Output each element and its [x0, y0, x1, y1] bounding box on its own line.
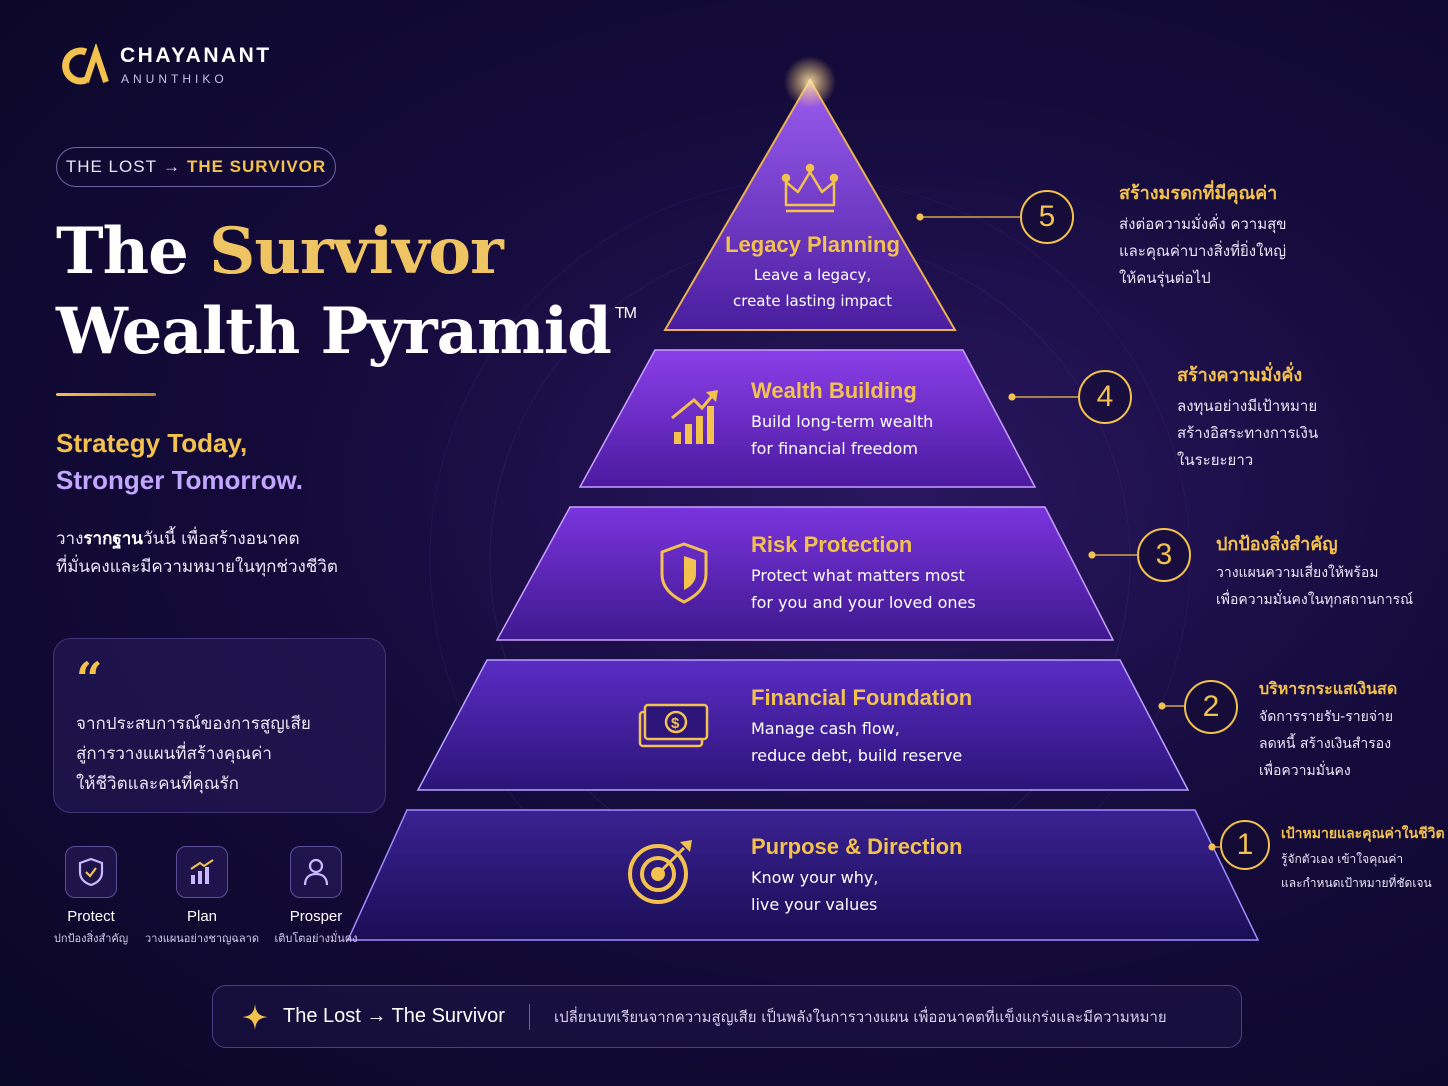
lost-survivor-pill: THE LOST → THE SURVIVOR — [56, 147, 336, 187]
tier-2-shape — [416, 659, 1190, 791]
ca-monogram-icon — [62, 44, 109, 85]
money-icon: $ — [638, 703, 709, 748]
title-divider — [56, 393, 156, 396]
description: วางรากฐานวันนี้ เพื่อสร้างอนาคต ที่มั่นค… — [56, 529, 338, 577]
sparkle-icon — [242, 1003, 268, 1030]
tier-5-content: Legacy Planning Leave a legacy, create l… — [700, 232, 925, 314]
level-2-badge: 2 — [1184, 680, 1238, 734]
tier-2-title: Financial Foundation — [751, 685, 973, 710]
pill-arrow: → — [162, 157, 181, 176]
brand-name: CHAYANANT — [120, 44, 272, 67]
footer-title: The Lost → The Survivor — [283, 1005, 505, 1027]
bar-chart-icon — [176, 846, 228, 898]
tagline-line-2: Stronger Tomorrow. — [56, 465, 303, 495]
person-icon — [290, 846, 342, 898]
tier-2-content: Financial Foundation Manage cash flow, r… — [751, 685, 973, 765]
tier-1-side: เป้าหมายและคุณค่าในชีวิต รู้จักตัวเอง เข… — [1281, 826, 1445, 890]
quote-text: จากประสบการณ์ของการสูญเสีย สู่การวางแผนท… — [76, 714, 311, 794]
tagline-line-1: Strategy Today, — [56, 428, 248, 458]
quote-mark: “ — [76, 652, 103, 706]
tier-1-title: Purpose & Direction — [751, 834, 963, 859]
shield-icon — [660, 542, 708, 604]
tier-1-content: Purpose & Direction Know your why, live … — [751, 834, 963, 914]
tier-5-title: Legacy Planning — [725, 232, 900, 257]
pill-left: THE LOST — [65, 157, 157, 176]
tagline: Strategy Today, Stronger Tomorrow. — [56, 425, 303, 499]
trademark-mark: TM — [614, 305, 637, 322]
crown-icon — [781, 163, 839, 213]
level-1-badge: 1 — [1220, 820, 1270, 870]
pillar-plan: Plan วางแผนอย่างชาญฉลาด — [142, 846, 262, 947]
svg-text:$: $ — [671, 715, 680, 732]
title-line-2: Wealth Pyramid — [56, 294, 612, 369]
pill-right: THE SURVIVOR — [186, 157, 327, 176]
footer-banner: The Lost → The Survivor เปลี่ยนบทเรียนจา… — [212, 985, 1242, 1048]
tier-3-title: Risk Protection — [751, 532, 913, 557]
shield-check-icon — [65, 846, 117, 898]
tier-4-title: Wealth Building — [751, 378, 917, 403]
brand-subtitle: ANUNTHIKO — [121, 72, 228, 86]
tier-3-side: ปกป้องสิ่งสำคัญ วางแผนความเสี่ยงให้พร้อม… — [1216, 534, 1414, 608]
pillar-protect: Protect ปกป้องสิ่งสำคัญ — [31, 846, 151, 947]
tier-4-side: สร้างความมั่งคั่ง ลงทุนอย่างมีเป้าหมาย ส… — [1177, 365, 1319, 469]
tier-3-content: Risk Protection Protect what matters mos… — [751, 532, 976, 612]
level-5-badge: 5 — [1020, 190, 1074, 244]
title-word-survivor: Survivor — [209, 214, 504, 289]
title-word-the: The — [56, 214, 189, 289]
tier-3-shape — [495, 506, 1115, 641]
growth-chart-icon — [671, 390, 718, 444]
tier-5-side: สร้างมรดกที่มีคุณค่า ส่งต่อความมั่งคั่ง … — [1119, 183, 1287, 287]
target-icon — [628, 840, 692, 904]
tier-1-shape — [346, 809, 1260, 941]
footer-separator — [528, 1003, 530, 1030]
level-3-badge: 3 — [1137, 528, 1191, 582]
quote-card: “ จากประสบการณ์ของการสูญเสีย สู่การวางแผ… — [53, 638, 386, 813]
level-4-badge: 4 — [1078, 370, 1132, 424]
footer-text: เปลี่ยนบทเรียนจากความสูญเสีย เป็นพลังในก… — [553, 1007, 1167, 1026]
tier-4-shape — [578, 349, 1037, 488]
tier-2-side: บริหารกระแสเงินสด จัดการรายรับ-รายจ่าย ล… — [1259, 679, 1398, 779]
pillar-prosper: Prosper เติบโตอย่างมั่นคง — [256, 846, 376, 947]
tier-4-content: Wealth Building Build long-term wealth f… — [751, 378, 934, 458]
